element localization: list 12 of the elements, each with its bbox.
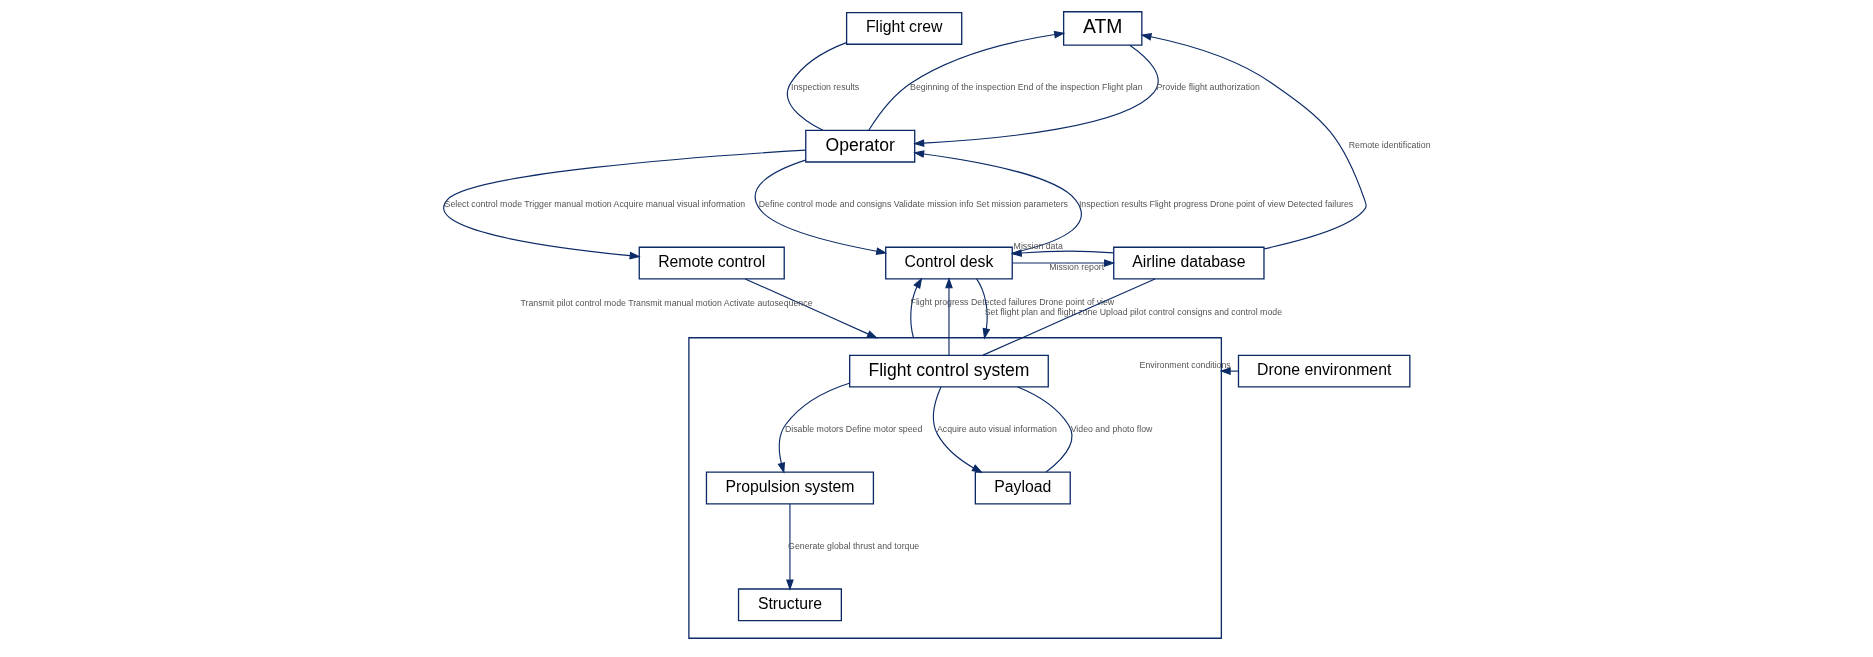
edge-label: Disable motors Define motor speed	[784, 423, 922, 434]
edge-label: Define control mode and consigns Validate mission info Set mission parameters	[758, 198, 1068, 209]
edge-label: Provide flight authorization	[1156, 81, 1260, 92]
edge-label: Remote identification	[1348, 140, 1431, 151]
edge-label: Acquire auto visual information	[936, 423, 1057, 434]
edge-label: Video and photo flow	[1070, 423, 1152, 434]
edge-label: Inspection results	[790, 81, 859, 92]
edge-label: Mission report	[1048, 262, 1104, 273]
edge-label: Beginning of the inspection End of the inspection Flight plan	[909, 81, 1143, 92]
edge-label: Select control mode Trigger manual motion Acquire manual visual information	[444, 198, 745, 209]
edge-label: Inspection results Flight progress Drone point of view Detected failures	[1078, 198, 1353, 209]
edge-label: Mission data	[1013, 240, 1063, 251]
